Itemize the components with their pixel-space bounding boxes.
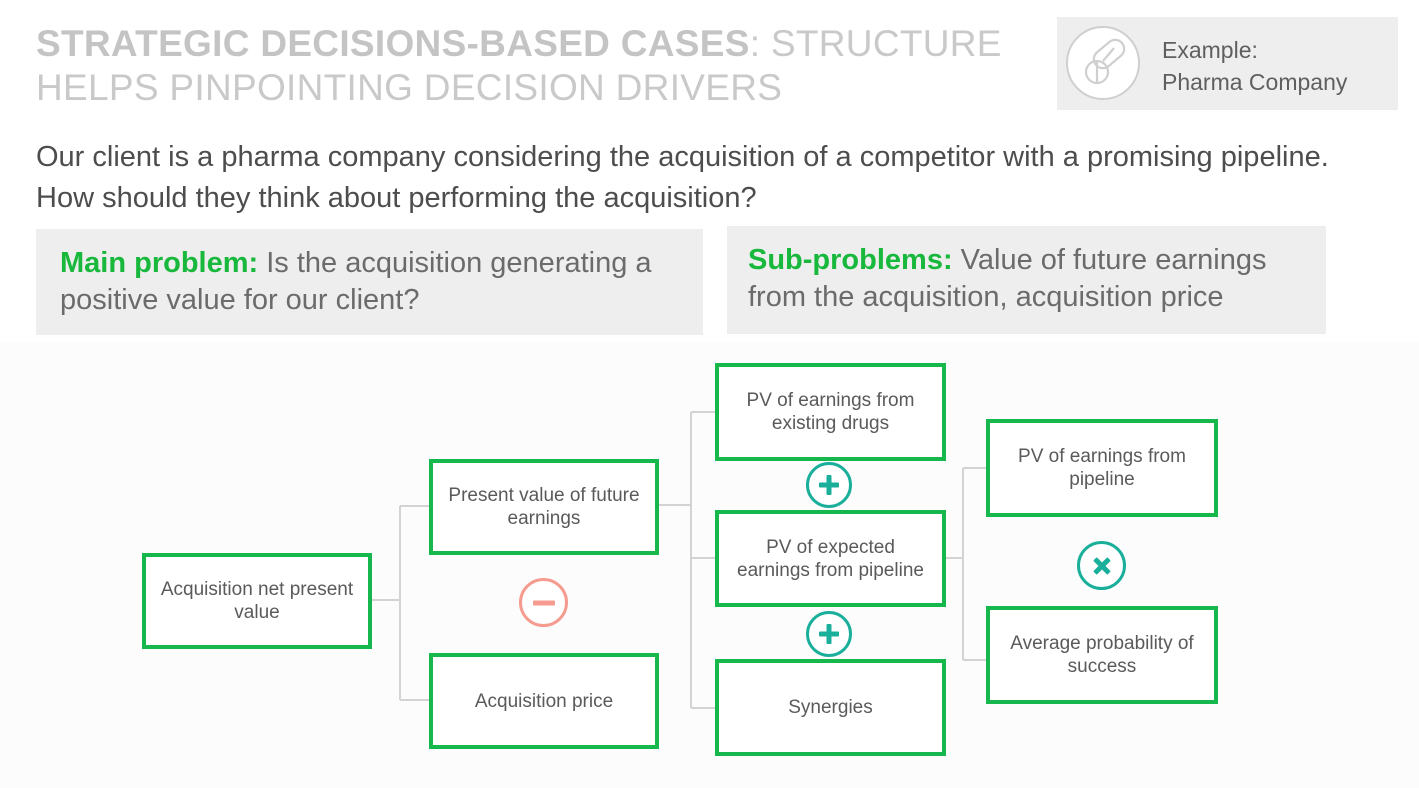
sub-problems-label: Sub-problems: — [748, 244, 953, 276]
pipeline-earnings-node: PV of earnings from pipeline — [986, 419, 1218, 517]
main-problem-box: Main problem: Is the acquisition generat… — [36, 229, 703, 335]
present-value-node: Present value of future earnings — [429, 459, 659, 555]
page-title: STRATEGIC DECISIONS-BASED CASES: STRUCTU… — [36, 22, 1016, 110]
times-icon — [1077, 541, 1126, 590]
main-problem-label: Main problem: — [60, 247, 259, 279]
expected-pipeline-node: PV of expected earnings from pipeline — [715, 510, 946, 607]
synergies-node: Synergies — [715, 659, 946, 756]
acquisition-price-node: Acquisition price — [429, 653, 659, 749]
example-badge: Example: Pharma Company — [1057, 17, 1398, 110]
title-rest: : STRUCTURE HELPS PINPOINTING DECISION D… — [36, 23, 1002, 108]
existing-drugs-node: PV of earnings from existing drugs — [715, 363, 946, 461]
pill-icon — [1066, 26, 1140, 100]
minus-icon — [519, 578, 568, 627]
plus-icon — [806, 611, 852, 657]
probability-success-node: Average probability of success — [986, 606, 1218, 704]
example-company: Pharma Company — [1162, 69, 1348, 95]
example-label: Example: — [1162, 37, 1258, 63]
tree-root-node: Acquisition net present value — [142, 553, 372, 649]
case-question: Our client is a pharma company consideri… — [36, 141, 1329, 214]
sub-problems-box: Sub-problems: Value of future earnings f… — [727, 226, 1326, 334]
title-strong: STRATEGIC DECISIONS-BASED CASES — [36, 23, 750, 64]
sub-problems-text: Value of future earnings from the acquis… — [748, 244, 1267, 313]
main-problem-text: Is the acquisition generating a positive… — [60, 247, 652, 316]
plus-icon — [806, 462, 852, 508]
